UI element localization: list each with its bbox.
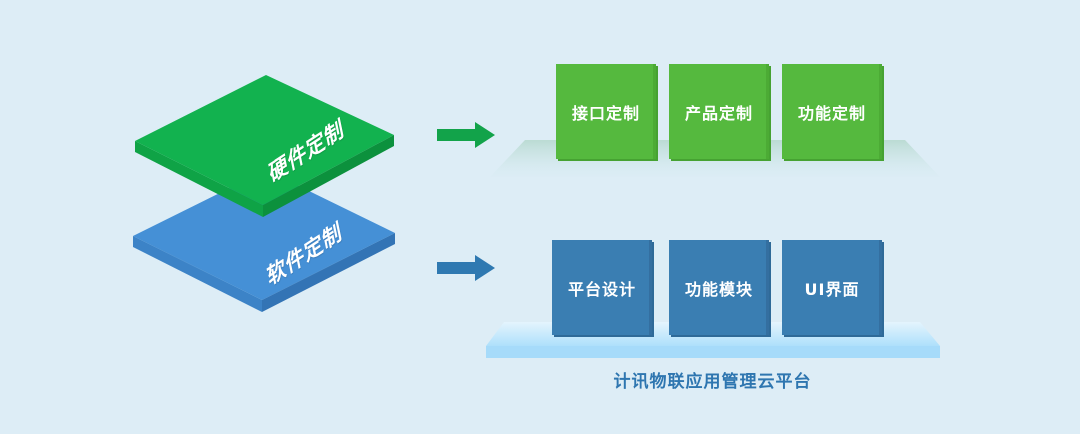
box-label: 平台设计 [567,279,636,299]
hardware-layer-edge-left [135,141,263,217]
box-label: 功能模块 [684,279,753,299]
software-layer [133,170,395,312]
software-layer-edge-left [133,236,262,312]
box-label: 产品定制 [684,103,753,123]
box-label: 功能定制 [797,103,866,123]
ui-interface-box: UI界面 [782,240,882,335]
software-layer-edge-right [262,233,395,312]
interface-customization-box: 接口定制 [556,64,656,159]
function-customization-box: 功能定制 [782,64,882,159]
box-label: UI界面 [804,279,860,299]
hardware-layer-top [135,75,394,205]
platform-caption: 计讯物联应用管理云平台 [613,372,812,392]
product-customization-box: 产品定制 [669,64,769,159]
hardware-layer-edge-right [263,135,394,217]
hardware-layer [135,75,394,217]
software-arrow-icon [437,255,495,281]
software-layer-top [133,170,395,300]
box-label: 接口定制 [571,103,640,123]
hardware-arrow-icon [437,122,495,148]
platform-design-box: 平台设计 [552,240,652,335]
function-module-box: 功能模块 [669,240,769,335]
